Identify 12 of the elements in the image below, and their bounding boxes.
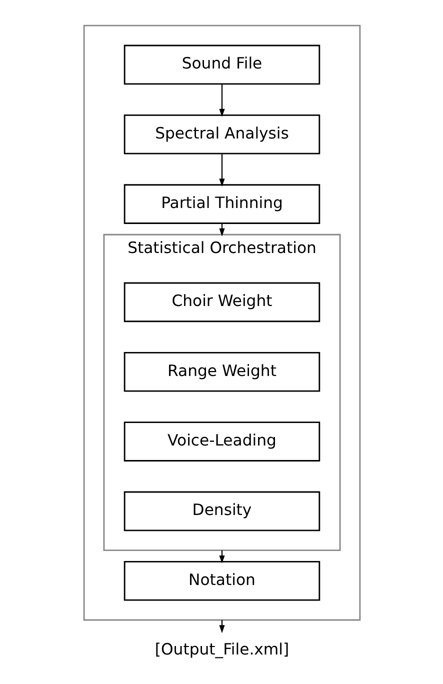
node-box: Range Weight	[123, 352, 320, 392]
cluster	[82, 24, 360, 621]
node-box: Notation	[123, 561, 320, 601]
node-box: Voice-Leading	[123, 422, 320, 462]
node-box: Spectral Analysis	[123, 114, 320, 154]
node-box: Partial Thinning	[123, 184, 320, 224]
node-box: Density	[123, 491, 320, 532]
arrow	[218, 84, 224, 117]
arrow	[218, 154, 224, 187]
node-text: [Output_File.xml]	[154, 640, 289, 659]
node-box: Sound File	[123, 44, 320, 85]
node-box: Choir Weight	[123, 282, 320, 322]
